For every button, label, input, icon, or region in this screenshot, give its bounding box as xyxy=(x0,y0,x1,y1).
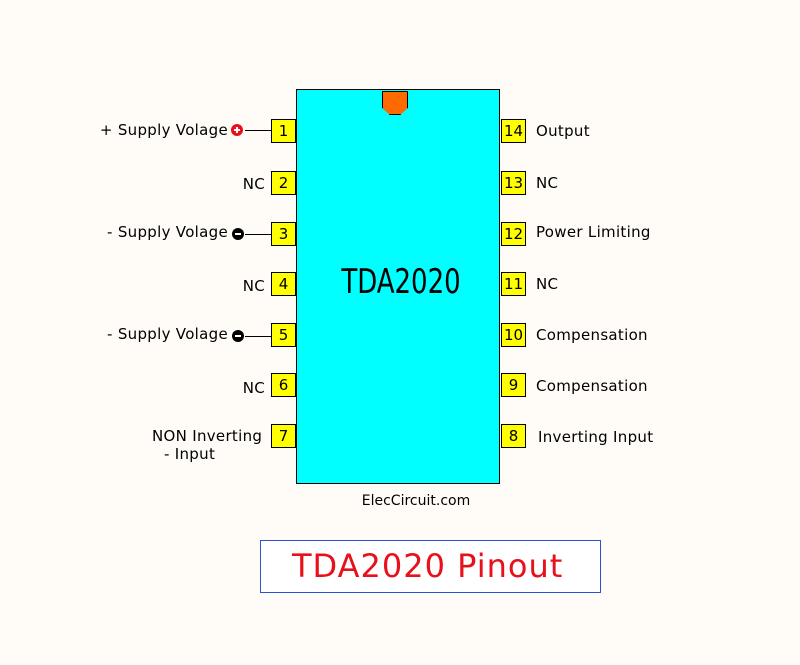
pin-14-label: Output xyxy=(536,122,590,140)
minus-icon xyxy=(232,228,244,240)
minus-icon xyxy=(232,330,244,342)
diagram-title: TDA2020 Pinout xyxy=(292,547,564,585)
watermark-text: ElecCircuit.com xyxy=(361,493,471,509)
pin-5-label: - Supply Volage xyxy=(107,325,228,343)
pin-6: 6 xyxy=(271,373,296,397)
pin-6-label: NC xyxy=(242,379,265,397)
pin-9: 9 xyxy=(501,373,526,397)
pin-5: 5 xyxy=(271,323,296,347)
pin-13: 13 xyxy=(501,171,526,195)
pin-1: 1 xyxy=(271,119,296,143)
pin-2: 2 xyxy=(271,171,296,195)
pin-9-label: Compensation xyxy=(536,377,648,395)
pin1-notch xyxy=(382,91,408,115)
chip-name: TDA2020 xyxy=(341,262,461,302)
title-box xyxy=(260,540,601,593)
pin-11-label: NC xyxy=(536,275,559,293)
plus-icon xyxy=(231,124,243,136)
pin-14: 14 xyxy=(501,119,526,143)
pin-1-label: + Supply Volage xyxy=(99,121,228,139)
pin-7-label-line-1: NON Inverting xyxy=(152,427,263,445)
pin-12: 12 xyxy=(501,222,526,246)
pin-12-label: Power Limiting xyxy=(536,223,651,241)
pin-3-label: - Supply Volage xyxy=(107,223,228,241)
pin-11: 11 xyxy=(501,272,526,296)
pin-3: 3 xyxy=(271,222,296,246)
pin-10-label: Compensation xyxy=(536,326,648,344)
pin-7: 7 xyxy=(271,424,296,448)
pin-10: 10 xyxy=(501,323,526,347)
pin-4-label: NC xyxy=(242,277,265,295)
pin-7-label-line-2: - Input xyxy=(164,445,216,463)
pin-8: 8 xyxy=(501,424,526,448)
pin-3-lead xyxy=(245,234,271,235)
ic-body xyxy=(296,89,500,484)
pin-4: 4 xyxy=(271,272,296,296)
pin-2-label: NC xyxy=(242,175,265,193)
pin-8-label: Inverting Input xyxy=(538,428,654,446)
pin-1-lead xyxy=(245,130,271,131)
pin-5-lead xyxy=(245,336,271,337)
pin-13-label: NC xyxy=(536,174,559,192)
